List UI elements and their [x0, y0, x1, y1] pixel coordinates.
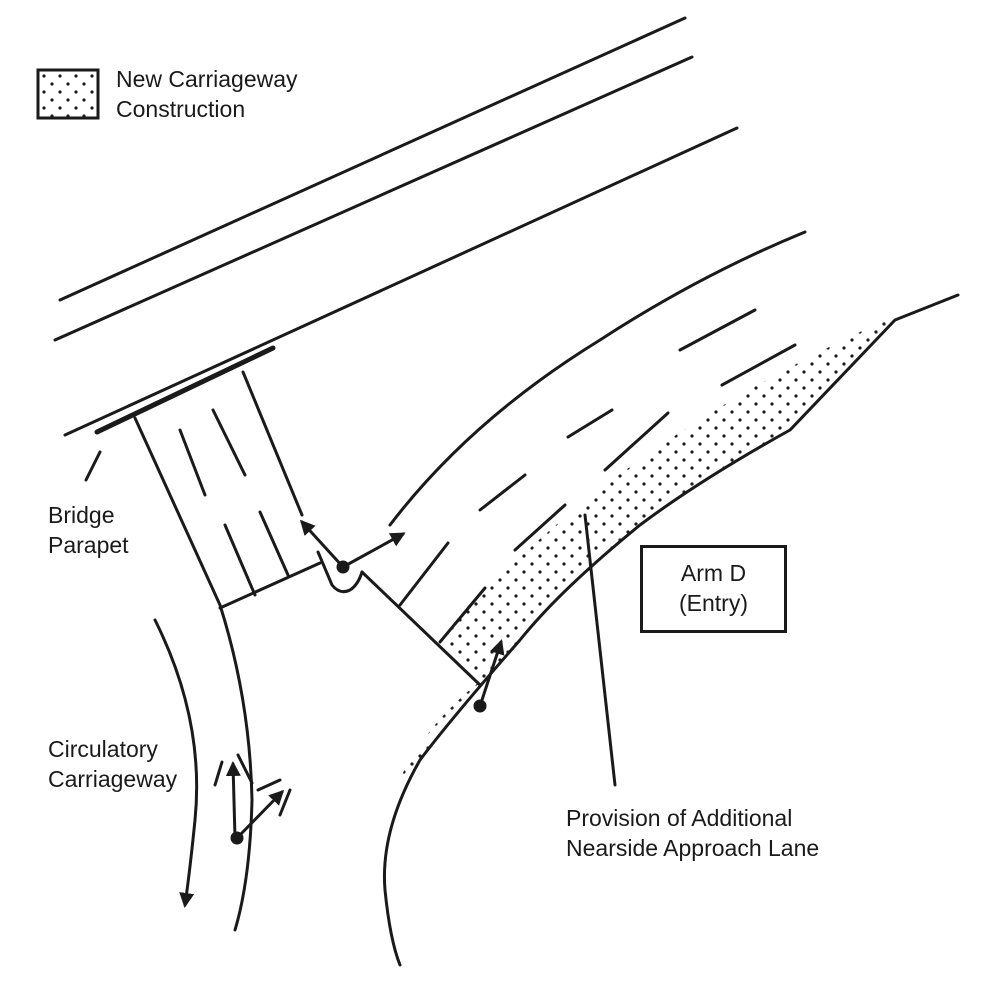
legend-label-line: New Carriageway: [116, 66, 298, 92]
lane-marking: [178, 428, 207, 497]
entry-road-edge: [388, 230, 807, 527]
lane-marking: [566, 408, 614, 439]
give-way-line: [360, 570, 482, 687]
arm-d-label-box: Arm D (Entry): [640, 545, 787, 633]
lane-marking: [438, 586, 487, 644]
main-road-edge: [53, 55, 694, 342]
new-carriageway-area: [395, 318, 895, 790]
label-line: Circulatory: [48, 736, 158, 762]
exit-road-edge: [133, 416, 254, 932]
legend-swatch: [36, 68, 100, 120]
main-road-edge: [58, 16, 687, 302]
island-kink: [316, 550, 364, 594]
lane-marking: [223, 523, 257, 597]
lane-marking: [211, 408, 247, 477]
lane-marking: [678, 308, 757, 352]
motion-mark: [213, 760, 224, 787]
main-road-edge: [63, 126, 739, 437]
exit-road-edge: [241, 370, 304, 517]
lane-marking: [478, 473, 527, 512]
provision-leader: [583, 513, 617, 787]
parapet-leader: [84, 450, 102, 482]
label-line: Provision of Additional: [566, 805, 793, 831]
movement-arrow: [341, 532, 406, 569]
label-line: Carriageway: [48, 766, 178, 792]
lane-marking: [398, 541, 450, 607]
legend-label-line: Construction: [116, 96, 246, 122]
label-line: Bridge: [48, 502, 115, 528]
lane-marking: [258, 510, 290, 577]
bridge-parapet-line: [94, 345, 276, 435]
movement-arrow: [225, 761, 241, 840]
label-line: Nearside Approach Lane: [566, 835, 820, 861]
lane-marking: [603, 411, 670, 472]
motion-mark: [256, 778, 282, 792]
entry-outer-edge: [382, 293, 960, 967]
motion-mark: [236, 753, 254, 785]
label-line: (Entry): [679, 590, 748, 616]
label-line: Arm D: [680, 560, 747, 586]
movement-arrow: [235, 789, 285, 840]
label-line: Parapet: [48, 532, 129, 558]
movement-arrow: [478, 639, 505, 708]
motion-mark: [278, 788, 292, 817]
circulatory-arrow: [153, 618, 199, 908]
lane-marking: [513, 503, 567, 552]
stop-line: [218, 561, 322, 610]
movement-arrow: [299, 519, 345, 569]
lane-marking: [720, 343, 797, 387]
